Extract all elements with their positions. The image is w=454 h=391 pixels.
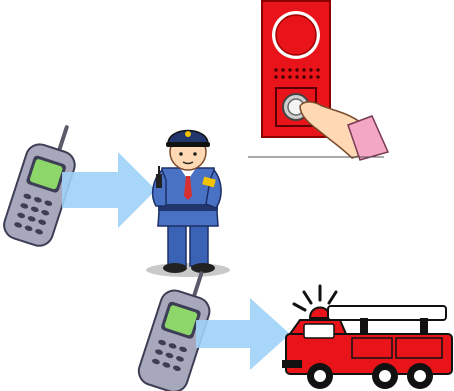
fire-alarm-icon <box>248 1 388 160</box>
fire-truck-icon <box>282 286 452 389</box>
arrow-right-icon <box>62 152 156 228</box>
security-guard-icon <box>146 131 230 278</box>
